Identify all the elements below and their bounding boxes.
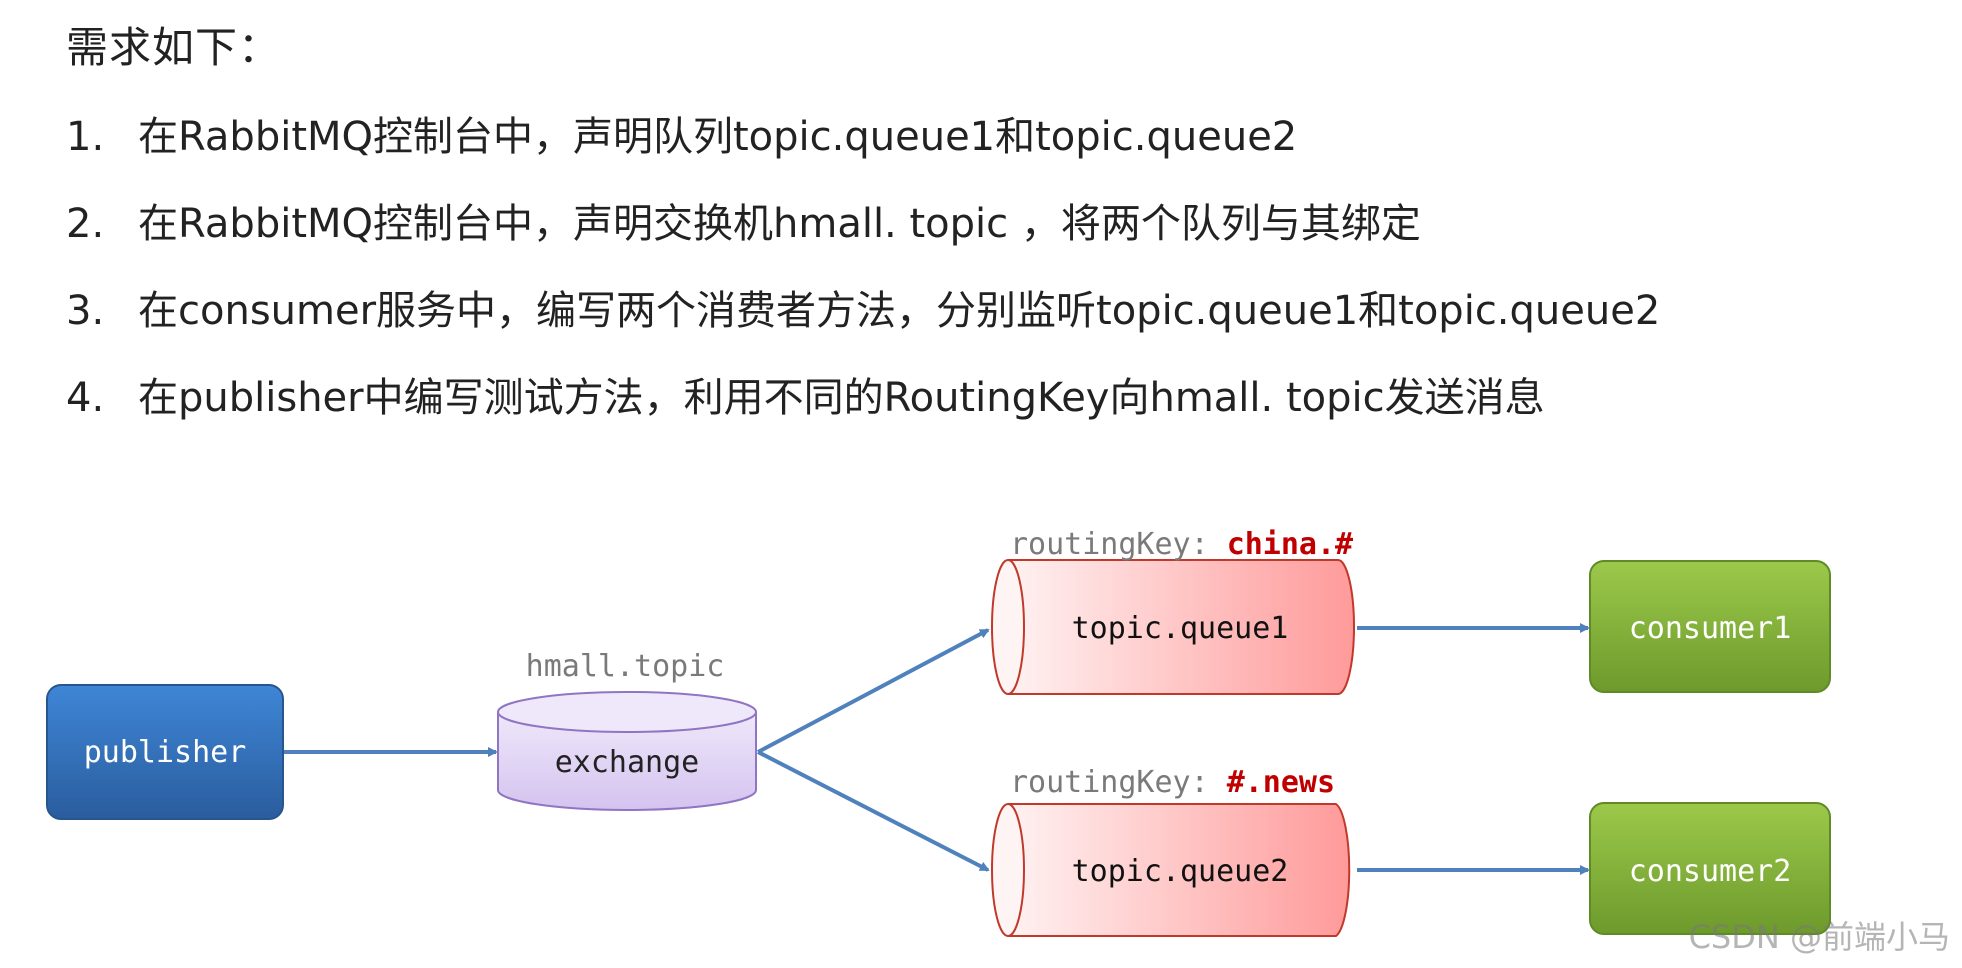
routing-key-1: routingKey: china.# — [1010, 527, 1353, 562]
requirement-number: 3. — [66, 288, 105, 334]
routing-key-value: china.# — [1227, 527, 1353, 562]
publisher-label: publisher — [84, 735, 247, 770]
routing-key-prefix: routingKey: — [1010, 765, 1209, 800]
queue1-node: topic.queue1 — [991, 559, 1355, 695]
requirement-item: 1. 在RabbitMQ控制台中，声明队列topic.queue1和topic.q… — [66, 104, 1297, 162]
routing-key-value: #.news — [1227, 765, 1335, 800]
requirement-item: 4. 在publisher中编写测试方法，利用不同的RoutingKey向hmal… — [66, 365, 1545, 423]
routing-key-2: routingKey: #.news — [1010, 765, 1335, 800]
exchange-to-queue2-arrow — [757, 750, 990, 872]
requirement-text: 在RabbitMQ控制台中，声明交换机hmall. topic ，将两个队列与其… — [138, 201, 1421, 247]
exchange-name-label: hmall.topic — [526, 649, 725, 684]
page-title: 需求如下： — [66, 23, 282, 72]
consumer1-label: consumer1 — [1629, 611, 1792, 646]
exchange-to-queue1-arrow — [757, 628, 990, 754]
exchange-node: exchange — [497, 691, 757, 811]
queue2-node: topic.queue2 — [991, 803, 1351, 937]
consumer1-node: consumer1 — [1589, 560, 1831, 693]
requirement-number: 4. — [66, 375, 105, 421]
requirement-item: 3. 在consumer服务中，编写两个消费者方法，分别监听topic.queue… — [66, 278, 1660, 336]
requirement-text: 在RabbitMQ控制台中，声明队列topic.queue1和topic.que… — [138, 114, 1298, 160]
watermark: CSDN @前端小马 — [1688, 918, 1950, 956]
exchange-label: exchange — [555, 745, 700, 780]
requirement-text: 在consumer服务中，编写两个消费者方法，分别监听topic.queue1和… — [138, 288, 1661, 334]
publisher-node: publisher — [46, 684, 284, 820]
queue2-label: topic.queue2 — [1072, 854, 1289, 889]
queue1-label: topic.queue1 — [1072, 611, 1289, 646]
requirement-item: 2. 在RabbitMQ控制台中，声明交换机hmall. topic ，将两个队列… — [66, 191, 1421, 249]
requirement-text: 在publisher中编写测试方法，利用不同的RoutingKey向hmall.… — [138, 375, 1545, 421]
requirement-number: 2. — [66, 201, 105, 247]
requirement-number: 1. — [66, 114, 105, 160]
consumer2-label: consumer2 — [1629, 854, 1792, 889]
consumer2-node: consumer2 — [1589, 802, 1831, 935]
routing-key-prefix: routingKey: — [1010, 527, 1209, 562]
